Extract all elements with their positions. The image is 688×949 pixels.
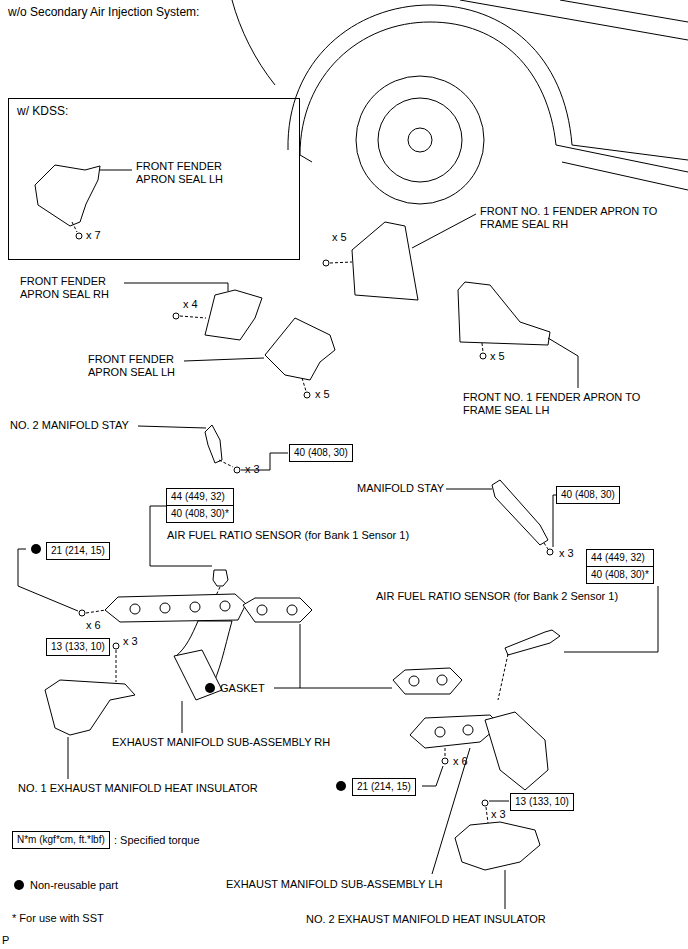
- torque-value: 21 (214, 15): [353, 779, 415, 795]
- quantity: x 4: [183, 298, 198, 311]
- quantity: x 7: [86, 229, 101, 242]
- torque-box: 40 (408, 30): [289, 444, 353, 462]
- torque-value: N*m (kgf*cm, ft.*lbf): [13, 832, 109, 848]
- quantity: x 3: [491, 808, 506, 821]
- torque-box: 44 (449, 32)40 (408, 30)*: [166, 488, 234, 523]
- part-name: GASKET: [220, 682, 265, 695]
- torque-value: 40 (408, 30)*: [587, 566, 653, 583]
- torque-box: 21 (214, 15): [352, 778, 416, 796]
- quantity: x 5: [315, 388, 330, 401]
- torque-value: 13 (133, 10): [47, 639, 109, 655]
- part-name: EXHAUST MANIFOLD SUB-ASSEMBLY LH: [226, 878, 442, 891]
- part-name: AIR FUEL RATIO SENSOR (for Bank 2 Sensor…: [376, 590, 618, 603]
- torque-box: 44 (449, 32)40 (408, 30)*: [586, 549, 654, 584]
- torque-value: 40 (408, 30): [557, 487, 619, 503]
- legend-text: Non-reusable part: [30, 879, 118, 892]
- quantity: x 3: [123, 635, 138, 648]
- torque-box: 13 (133, 10): [510, 793, 574, 811]
- part-name: MANIFOLD STAY: [357, 482, 444, 495]
- part-name: NO. 2 EXHAUST MANIFOLD HEAT INSULATOR: [306, 913, 546, 926]
- quantity: x 3: [245, 463, 260, 476]
- group-heading: w/ KDSS:: [9, 99, 299, 123]
- torque-value: 44 (449, 32): [587, 550, 653, 566]
- torque-value: 13 (133, 10): [511, 794, 573, 810]
- torque-value: 40 (408, 30)*: [167, 505, 233, 522]
- torque-box: 40 (408, 30): [556, 486, 620, 504]
- part-name: NO. 1 EXHAUST MANIFOLD HEAT INSULATOR: [18, 782, 258, 795]
- torque-value: 44 (449, 32): [167, 489, 233, 505]
- part-name: FRONT FENDER APRON SEAL LH: [88, 353, 183, 379]
- quantity: x 3: [559, 547, 574, 560]
- part-name: FRONT NO. 1 FENDER APRON TO FRAME SEAL R…: [480, 205, 675, 231]
- quantity: x 6: [453, 755, 468, 768]
- quantity: x 6: [86, 619, 101, 632]
- part-name: NO. 2 MANIFOLD STAY: [10, 419, 129, 432]
- torque-value: 21 (214, 15): [47, 543, 109, 559]
- part-name: FRONT FENDER APRON SEAL LH: [136, 160, 246, 186]
- part-name: EXHAUST MANIFOLD SUB-ASSEMBLY RH: [112, 736, 330, 749]
- part-name: AIR FUEL RATIO SENSOR (for Bank 1 Sensor…: [167, 529, 409, 542]
- torque-box: 21 (214, 15): [46, 542, 110, 560]
- part-name: FRONT NO. 1 FENDER APRON TO FRAME SEAL L…: [463, 391, 663, 417]
- torque-legend-box: N*m (kgf*cm, ft.*lbf): [12, 831, 110, 849]
- page-mark: P: [2, 934, 9, 947]
- quantity: x 5: [490, 350, 505, 363]
- legend-text: : Specified torque: [114, 834, 200, 847]
- torque-box: 13 (133, 10): [46, 638, 110, 656]
- diagram-title: w/o Secondary Air Injection System:: [8, 5, 199, 19]
- torque-value: 40 (408, 30): [290, 445, 352, 461]
- footnote: * For use with SST: [12, 912, 104, 925]
- quantity: x 5: [332, 231, 347, 244]
- part-name: FRONT FENDER APRON SEAL RH: [20, 275, 120, 301]
